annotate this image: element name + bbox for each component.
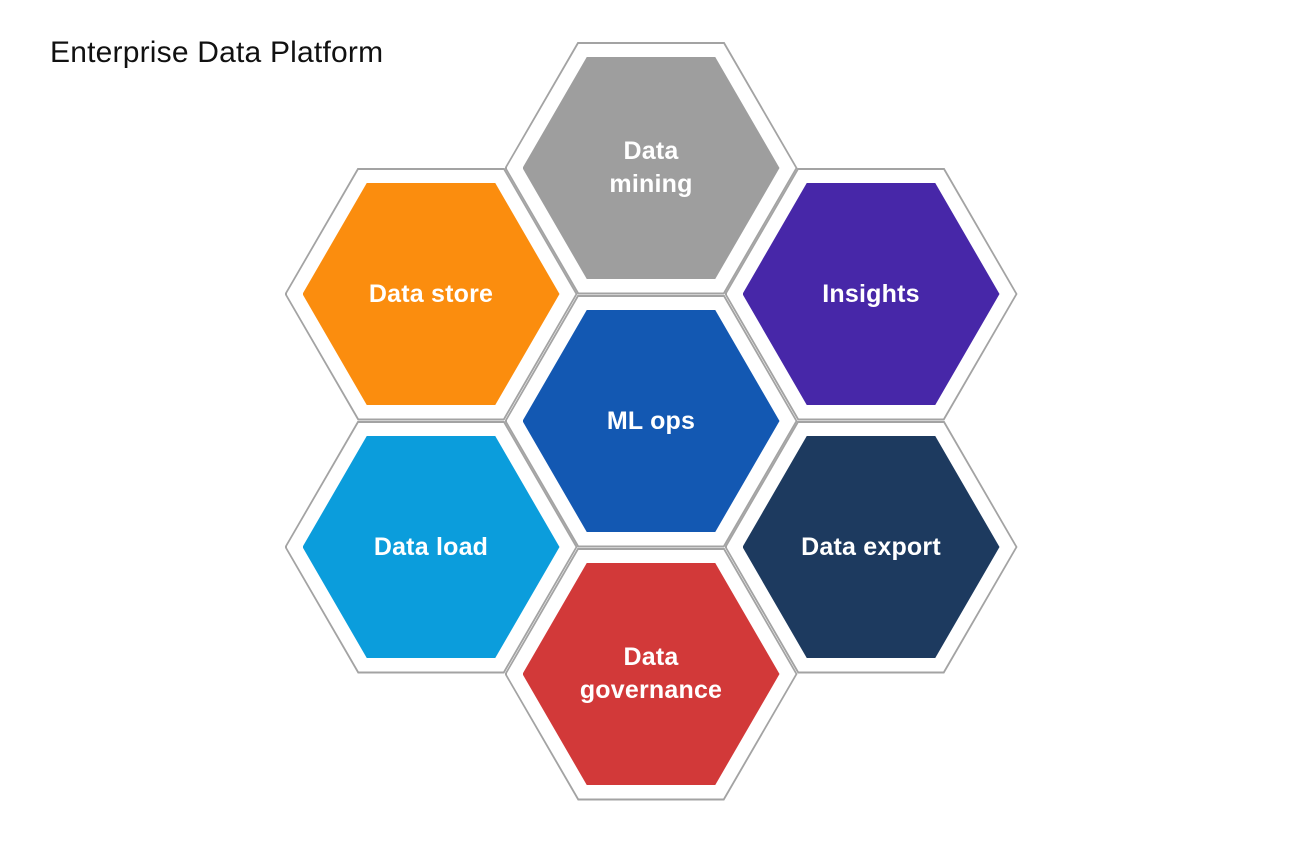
hex-label: Data store [369,278,493,311]
hex-label-line: mining [609,170,693,198]
hex-insights: Insights [724,167,1018,421]
hex-data-mining: Data mining [504,41,798,295]
hex-label-line: ML ops [606,406,696,435]
hex-label: Data load [374,531,488,564]
hex-data-store: Data store [284,167,578,421]
hex-data-governance: Data governance [504,547,798,801]
hex-label: Data export [801,531,941,564]
hex-label-line: Data store [368,279,494,308]
hex-label-line: Data export [801,532,941,561]
hex-data-load: Data load [284,420,578,674]
hex-label-line: Data [623,137,679,165]
hex-label-line: Insights [822,279,920,308]
page-title: Enterprise Data Platform [50,36,384,69]
hex-label: Data governance [580,641,722,707]
hex-data-export: Data export [724,420,1018,674]
hex-label: Insights [822,278,919,311]
hex-label-line: Data load [373,532,489,561]
hex-label: Data mining [609,135,692,201]
hex-label-line: Data [623,643,679,671]
hex-label: ML ops [607,405,695,438]
hex-label-line: governance [579,676,723,704]
